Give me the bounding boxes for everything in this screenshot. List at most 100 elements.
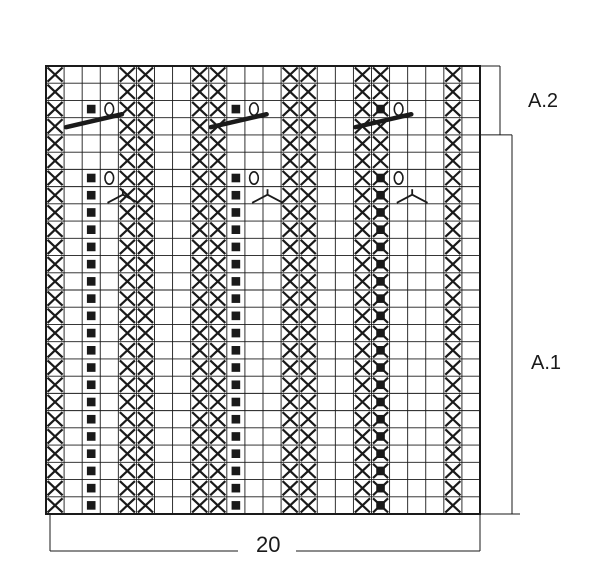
- cross-symbol: [209, 170, 227, 186]
- purl-square-symbol: [376, 483, 385, 493]
- cross-symbol: [444, 290, 462, 307]
- cross-symbol: [372, 83, 389, 100]
- cross-symbol: [46, 394, 64, 410]
- yarn-over-circle-symbol: [104, 102, 115, 117]
- cross-symbol: [281, 307, 299, 324]
- cross-symbol: [137, 394, 154, 410]
- yarn-over-circle-symbol: [393, 102, 404, 117]
- cross-symbol: [354, 135, 371, 152]
- cross-symbol: [299, 359, 317, 376]
- cross-symbol: [444, 152, 462, 169]
- purl-square-symbol: [86, 466, 96, 476]
- cross-symbol: [209, 463, 227, 479]
- cross-symbol: [444, 428, 462, 445]
- label-a1: A.1: [531, 352, 561, 374]
- cross-symbol: [299, 239, 317, 255]
- cross-symbol: [119, 411, 136, 428]
- label-width: 20: [256, 532, 280, 557]
- decrease-bar-symbol: [208, 111, 269, 130]
- cross-symbol: [46, 118, 64, 135]
- cross-symbol: [281, 118, 299, 135]
- cross-symbol: [46, 187, 64, 204]
- cross-symbol: [209, 376, 227, 393]
- cross-symbol: [281, 204, 299, 221]
- cross-symbol: [119, 273, 136, 290]
- cross-symbol: [46, 445, 64, 462]
- cross-symbol: [444, 256, 462, 273]
- purl-square-symbol: [231, 397, 241, 407]
- cross-symbol: [46, 152, 64, 169]
- increase-fork-symbol: [107, 193, 124, 204]
- purl-square-symbol: [231, 432, 241, 441]
- cross-symbol: [209, 83, 227, 100]
- purl-square-symbol: [86, 483, 96, 493]
- cross-symbol: [354, 445, 371, 462]
- purl-square-symbol: [376, 397, 385, 407]
- cross-symbol: [119, 221, 136, 238]
- yarn-over-circle-symbol: [248, 170, 260, 186]
- purl-square-symbol: [376, 414, 385, 424]
- cross-symbol: [191, 497, 209, 514]
- cross-symbol: [372, 152, 389, 169]
- purl-square-symbol: [86, 328, 96, 338]
- cross-symbol: [354, 66, 371, 83]
- cross-symbol: [191, 290, 209, 307]
- cross-symbol: [444, 239, 462, 255]
- purl-square-symbol: [231, 190, 241, 200]
- cross-symbol: [281, 359, 299, 376]
- cross-symbol: [46, 221, 64, 238]
- cross-symbol: [209, 394, 227, 410]
- purl-square-symbol: [376, 380, 385, 390]
- cross-symbol: [299, 497, 317, 514]
- cross-symbol: [354, 394, 371, 410]
- cross-symbol: [281, 83, 299, 100]
- cross-symbol: [372, 135, 389, 152]
- cross-symbol: [354, 256, 371, 273]
- purl-square-symbol: [231, 294, 241, 303]
- purl-square-symbol: [86, 173, 96, 183]
- yarn-over-circle-symbol: [393, 170, 404, 186]
- cross-symbol: [137, 307, 154, 324]
- cross-symbol: [209, 204, 227, 221]
- purl-square-symbol: [231, 483, 241, 493]
- yarn-over-circle-symbol: [248, 102, 260, 117]
- cross-symbol: [191, 273, 209, 290]
- purl-square-symbol: [376, 208, 385, 217]
- cross-symbol: [299, 394, 317, 410]
- cross-symbol: [299, 307, 317, 324]
- cross-symbol: [299, 428, 317, 445]
- cross-symbol: [354, 307, 371, 324]
- purl-square-symbol: [231, 466, 241, 476]
- cross-symbol: [137, 221, 154, 238]
- cross-symbol: [354, 376, 371, 393]
- cross-symbol: [444, 325, 462, 341]
- purl-square-symbol: [231, 311, 241, 321]
- cross-symbol: [137, 204, 154, 221]
- cross-symbol: [281, 428, 299, 445]
- purl-square-symbol: [86, 104, 96, 114]
- cross-symbol: [46, 325, 64, 341]
- purl-square-symbol: [376, 432, 385, 441]
- cross-symbol: [137, 376, 154, 393]
- cross-symbol: [46, 411, 64, 428]
- cross-symbol: [209, 411, 227, 428]
- cross-symbol: [354, 428, 371, 445]
- purl-square-symbol: [231, 208, 241, 217]
- purl-square-symbol: [231, 449, 241, 458]
- cross-symbol: [119, 307, 136, 324]
- cross-symbol: [191, 83, 209, 100]
- cross-symbol: [209, 66, 227, 83]
- cross-symbol: [209, 342, 227, 359]
- cross-symbol: [444, 463, 462, 479]
- cross-symbol: [46, 463, 64, 479]
- purl-square-symbol: [376, 173, 385, 183]
- cross-symbol: [354, 187, 371, 204]
- increase-fork-symbol: [396, 193, 413, 204]
- cross-symbol: [191, 135, 209, 152]
- cross-symbol: [46, 290, 64, 307]
- purl-square-symbol: [86, 501, 96, 510]
- purl-square-symbol: [231, 242, 241, 252]
- cross-symbol: [137, 66, 154, 83]
- cross-symbol: [119, 66, 136, 83]
